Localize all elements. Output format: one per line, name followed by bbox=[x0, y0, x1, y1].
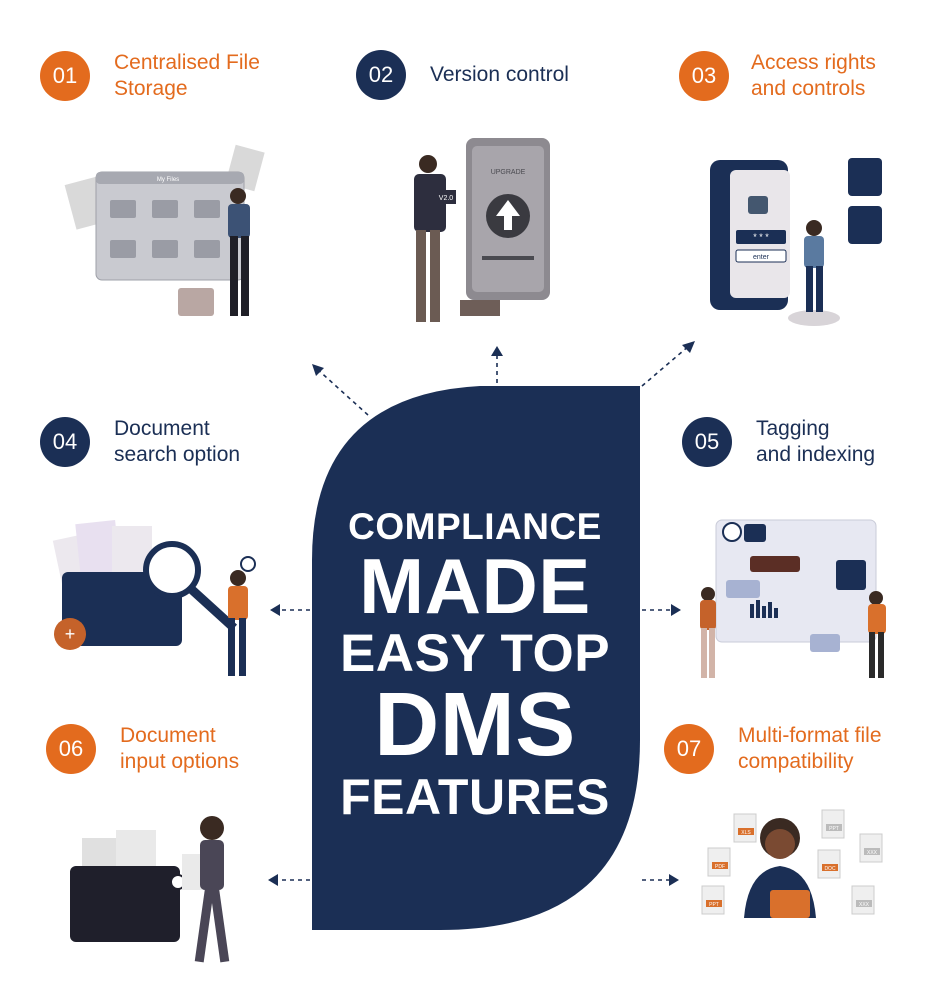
file-window-title: My Files bbox=[157, 177, 179, 183]
center-title-line-1: COMPLIANCE bbox=[348, 506, 602, 547]
feature-number: 04 bbox=[40, 417, 90, 467]
file-type-label: XLS bbox=[741, 830, 751, 836]
enter-text: enter bbox=[753, 254, 770, 261]
version-control-illustration: UPGRADE V2.0 bbox=[414, 138, 550, 322]
feature-06: 06 Document input options bbox=[46, 723, 239, 775]
file-storage-illustration: My Files bbox=[64, 144, 265, 316]
multi-format-illustration: XLS PPT PDF DOC XXX PPT XXX bbox=[701, 809, 883, 918]
feature-label: Access rights and controls bbox=[751, 51, 876, 100]
center-title-line-4: DMS bbox=[374, 675, 576, 775]
file-type-label: XXX bbox=[859, 902, 870, 908]
feature-number: 07 bbox=[664, 724, 714, 774]
access-rights-illustration: * * * enter bbox=[710, 158, 882, 326]
feature-label: Document input options bbox=[120, 724, 240, 773]
file-type-label: XXX bbox=[867, 850, 878, 856]
feature-02: 02 Version control bbox=[356, 50, 569, 100]
feature-number: 05 bbox=[682, 417, 732, 467]
feature-03: 03 Access rights and controls bbox=[679, 50, 876, 102]
feature-number: 01 bbox=[40, 51, 90, 101]
feature-05: 05 Tagging and indexing bbox=[682, 416, 875, 468]
feature-label: Centralised File Storage bbox=[114, 51, 260, 100]
center-title-line-2: MADE bbox=[359, 542, 591, 630]
feature-label: Document search option bbox=[114, 417, 241, 466]
version-badge: V2.0 bbox=[439, 195, 454, 202]
feature-04: 04 Document search option bbox=[40, 416, 240, 468]
feature-label: Multi-format file compatibility bbox=[738, 724, 882, 773]
document-input-illustration bbox=[70, 816, 230, 963]
feature-label: Version control bbox=[430, 63, 569, 86]
file-type-label: DOC bbox=[824, 866, 836, 872]
password-mask: * * * bbox=[753, 232, 769, 242]
feature-number: 03 bbox=[679, 51, 729, 101]
feature-07: 07 Multi-format file compatibility bbox=[664, 723, 882, 775]
upgrade-text: UPGRADE bbox=[491, 169, 526, 176]
center-title: COMPLIANCE MADE EASY TOP DMS FEATURES bbox=[330, 508, 620, 822]
svg-text:+: + bbox=[65, 624, 76, 644]
file-type-label: PPT bbox=[709, 902, 719, 908]
file-type-label: PPT bbox=[829, 826, 839, 832]
center-title-line-3: EASY TOP bbox=[339, 624, 611, 683]
document-search-illustration: + bbox=[52, 520, 256, 676]
tagging-illustration bbox=[700, 519, 886, 678]
feature-01: 01 Centralised File Storage bbox=[40, 50, 260, 102]
file-type-label: PDF bbox=[715, 864, 725, 870]
feature-number: 02 bbox=[356, 50, 406, 100]
feature-number: 06 bbox=[46, 724, 96, 774]
arrow-heads bbox=[268, 341, 695, 886]
connector-arrows bbox=[276, 344, 691, 881]
feature-label: Tagging and indexing bbox=[756, 417, 876, 466]
center-title-line-5: FEATURES bbox=[340, 769, 610, 825]
center-blob bbox=[312, 386, 640, 930]
